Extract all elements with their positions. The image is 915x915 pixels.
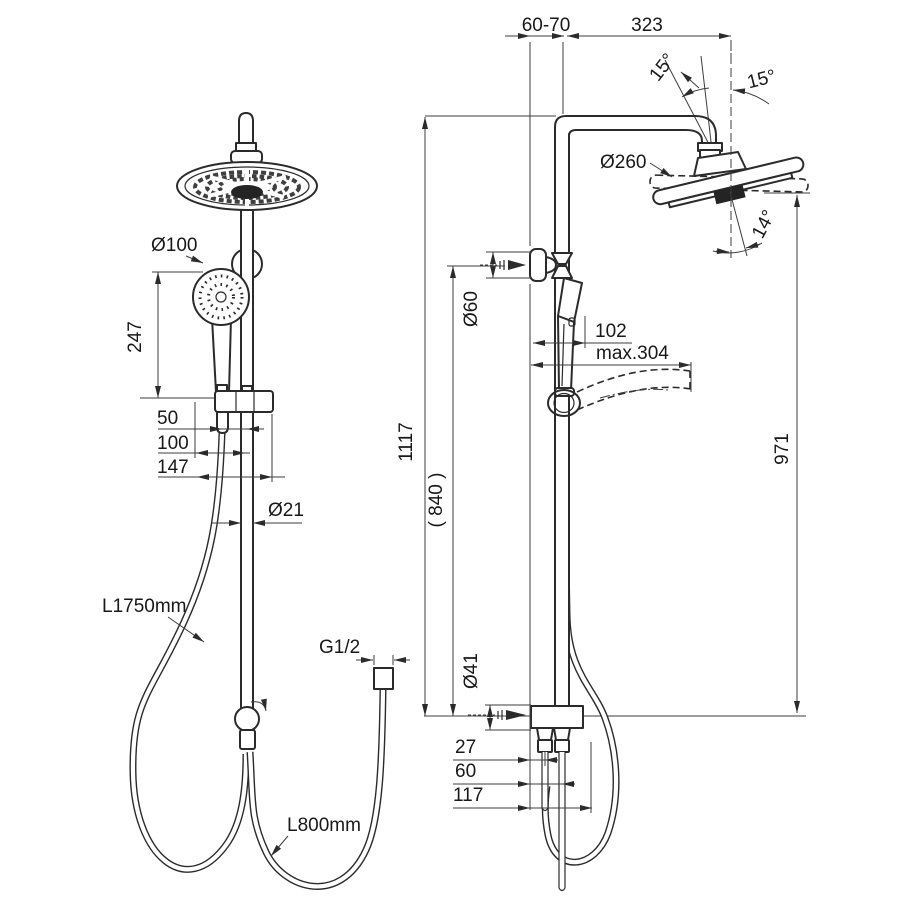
dim-offset-27: 27	[455, 737, 476, 758]
overhead-shower-hub	[231, 185, 263, 199]
dim-max-reach: max.304	[596, 343, 669, 364]
front-dimensions: Ø100 247 50 100 147 Ø21	[102, 235, 410, 857]
rail-holder-block	[214, 384, 274, 413]
hose-connector-g12	[373, 667, 394, 690]
hand-shower-hose-nipple	[216, 411, 229, 434]
rail-outlet-swivel	[234, 698, 267, 750]
wall-fixing-screw	[468, 710, 526, 720]
dim-swivel-right: 15°	[745, 66, 778, 93]
overhead-shower-side	[649, 142, 809, 209]
front-view: Ø100 247 50 100 147 Ø21	[102, 112, 410, 890]
dim-offset-60: 60	[455, 761, 476, 782]
dim-head-diameter: Ø260	[600, 152, 646, 173]
dim-wall-distance: 60-70	[522, 15, 571, 36]
hand-shower-side	[547, 277, 583, 417]
holder-ring	[547, 389, 581, 417]
supply-hose-L800	[246, 689, 387, 890]
extended-arm-dashed	[576, 368, 692, 411]
swivel-angle-construction	[664, 55, 770, 151]
dim-total-height: 1117	[396, 422, 417, 461]
head-hub	[713, 184, 746, 205]
bracket-screw	[480, 260, 526, 270]
dim-offset-100: 100	[157, 433, 189, 454]
overhead-shower	[176, 161, 318, 211]
dim-offset-50: 50	[157, 408, 178, 429]
dim-supply-hose-length: L800mm	[287, 815, 361, 836]
tilt-angle-construction	[712, 42, 763, 258]
shower-hose-L1750	[129, 432, 250, 873]
dim-bracket-diameter: Ø60	[461, 291, 482, 327]
dim-handle-offset: 102	[595, 321, 627, 342]
dim-shower-hose-length: L1750mm	[102, 596, 187, 617]
hand-shower-front	[192, 268, 250, 434]
dim-hand-shower-length: 247	[125, 321, 146, 353]
dim-reference-height: ( 840 )	[426, 473, 447, 528]
dim-connection-thread: G1/2	[319, 637, 360, 658]
inlet-pipe	[230, 112, 263, 164]
mixer-block	[468, 705, 584, 892]
side-view: 60-70 323 15° 15° Ø260 14° Ø60 1	[396, 15, 810, 892]
dim-arm-reach: 323	[631, 15, 663, 36]
dim-escutcheon-diameter: Ø41	[461, 653, 482, 689]
dim-head-height: 971	[772, 433, 793, 465]
dim-hand-shower-diameter: Ø100	[151, 235, 197, 256]
dim-head-tilt: 14°	[748, 207, 780, 242]
dim-offset-147: 147	[157, 457, 189, 478]
riser-pipe	[554, 115, 717, 709]
dim-swivel-left: 15°	[646, 50, 680, 86]
dim-offset-117: 117	[453, 785, 483, 806]
side-dimensions: 60-70 323 15° 15° Ø260 14° Ø60 1	[396, 15, 810, 813]
wall-bracket	[480, 248, 573, 282]
dim-rail-diameter: Ø21	[268, 500, 304, 521]
